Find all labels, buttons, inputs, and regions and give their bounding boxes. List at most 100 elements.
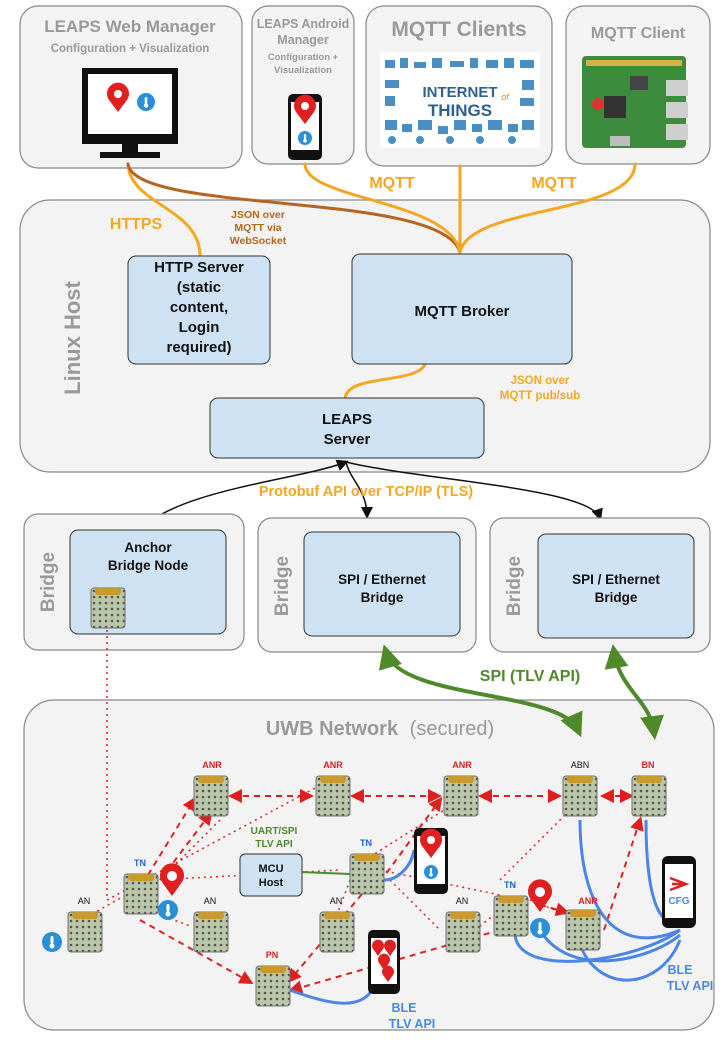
iot-word-internet: INTERNET bbox=[423, 84, 498, 101]
node-anr-4: ANR bbox=[565, 896, 601, 951]
json-websocket-line3: WebSocket bbox=[230, 235, 287, 247]
spi-arrows bbox=[379, 644, 664, 740]
node-anr-2: ANR bbox=[315, 760, 351, 817]
node-bn: BN bbox=[631, 760, 667, 817]
android-manager-line3: Configuration + bbox=[268, 52, 339, 63]
bridge-1-line1: Anchor bbox=[124, 540, 172, 555]
node-anr-1: ANR bbox=[193, 760, 229, 817]
bridge-panel-2: Bridge SPI / Ethernet Bridge bbox=[257, 517, 477, 653]
json-pubsub-line1: JSON over bbox=[511, 375, 570, 387]
phone-cfg-icon: CFG bbox=[662, 856, 696, 928]
node-bn-label: BN bbox=[642, 760, 655, 770]
node-an-4: AN bbox=[445, 896, 481, 953]
phone-pn-icon bbox=[368, 930, 400, 994]
node-anr-3-label: ANR bbox=[452, 760, 472, 770]
http-server-box: HTTP Server (static content, Login requi… bbox=[127, 255, 271, 365]
uart-label-line1: UART/SPI bbox=[251, 826, 298, 837]
uart-label-line2: TLV API bbox=[255, 839, 292, 850]
node-an-1: AN bbox=[42, 896, 103, 953]
node-tn-3-label: TN bbox=[504, 880, 516, 890]
android-phone-icon bbox=[288, 94, 322, 160]
web-manager-subtitle: Configuration + Visualization bbox=[51, 43, 210, 55]
node-anr-2-label: ANR bbox=[323, 760, 343, 770]
mqtt-left-label: MQTT bbox=[369, 175, 415, 192]
mqtt-right-label: MQTT bbox=[531, 175, 577, 192]
json-websocket-line2: MQTT via bbox=[234, 222, 281, 234]
http-server-line2: (static bbox=[177, 279, 221, 296]
top-connections bbox=[126, 162, 637, 402]
node-anr-4-label: ANR bbox=[578, 896, 598, 906]
bridge-panel-3: Bridge SPI / Ethernet Bridge bbox=[489, 517, 711, 653]
ble-links bbox=[289, 819, 682, 1005]
leaps-server-box: LEAPS Server bbox=[209, 397, 485, 459]
leaps-server-line1: LEAPS bbox=[322, 411, 372, 428]
bridge-panel-1: Bridge Anchor Bridge Node bbox=[23, 513, 245, 651]
iot-word-of: of bbox=[501, 92, 510, 102]
mcu-host-line1: MCU bbox=[258, 863, 283, 875]
json-websocket-line1: JSON over bbox=[231, 209, 285, 221]
mqtt-broker-box: MQTT Broker bbox=[351, 253, 573, 365]
mqtt-client-panel: MQTT Client bbox=[565, 5, 711, 165]
node-an-3-label: AN bbox=[330, 896, 343, 906]
uwb-title: UWB Network (secured) bbox=[266, 718, 494, 740]
bridge-3-line2: Bridge bbox=[595, 590, 638, 605]
android-manager-line2: Manager bbox=[277, 33, 329, 47]
mqtt-broker-label: MQTT Broker bbox=[414, 303, 509, 320]
ble-right-line1: BLE bbox=[668, 963, 693, 977]
web-manager-panel: LEAPS Web Manager Configuration + Visual… bbox=[19, 5, 243, 169]
mqtt-clients-title: MQTT Clients bbox=[391, 18, 526, 41]
android-manager-panel: LEAPS Android Manager Configuration + Vi… bbox=[251, 5, 355, 165]
node-pn-label: PN bbox=[266, 950, 279, 960]
anchor-bridge-chip-icon bbox=[90, 587, 126, 629]
iot-word-things: THINGS bbox=[428, 101, 492, 120]
bridge-1-line2: Bridge Node bbox=[108, 558, 189, 573]
monitor-icon bbox=[82, 68, 178, 158]
bridge-3-line1: SPI / Ethernet bbox=[572, 572, 660, 587]
node-an-2-label: AN bbox=[204, 896, 217, 906]
node-tn-1-label: TN bbox=[134, 858, 146, 868]
ble-right-line2: TLV API bbox=[667, 979, 714, 993]
http-server-line3: content, bbox=[170, 299, 228, 316]
node-an-2: AN bbox=[193, 896, 229, 953]
mqtt-client-title: MQTT Client bbox=[591, 25, 686, 42]
uwb-title-suffix: (secured) bbox=[410, 718, 494, 740]
bridge-1-label: Bridge bbox=[38, 552, 59, 612]
node-tn-3: TN bbox=[493, 879, 552, 938]
node-anr-3: ANR bbox=[443, 760, 479, 817]
bridge-2-line1: SPI / Ethernet bbox=[338, 572, 426, 587]
phone-tn-icon bbox=[414, 828, 448, 894]
android-manager-line4: Visualization bbox=[274, 65, 332, 76]
ble-left-line2: TLV API bbox=[389, 1017, 436, 1031]
tn-3-pin-icon bbox=[528, 879, 552, 912]
https-label: HTTPS bbox=[110, 216, 163, 233]
ble-left-line1: BLE bbox=[392, 1001, 417, 1015]
web-manager-title: LEAPS Web Manager bbox=[44, 17, 216, 36]
json-pubsub-line2: MQTT pub/sub bbox=[500, 390, 580, 402]
http-server-line1: HTTP Server bbox=[154, 259, 244, 276]
mcu-host-line2: Host bbox=[259, 877, 284, 889]
node-tn-1: TN bbox=[123, 858, 184, 920]
cfg-label: CFG bbox=[668, 896, 689, 907]
http-server-line5: required) bbox=[166, 339, 231, 356]
node-an-1-label: AN bbox=[78, 896, 91, 906]
linux-host-label: Linux Host bbox=[60, 280, 85, 394]
an-1-thermo-icon bbox=[42, 932, 62, 952]
node-abn-label: ABN bbox=[571, 760, 590, 770]
bridge-3-label: Bridge bbox=[504, 556, 525, 616]
spi-tlv-label: SPI (TLV API) bbox=[480, 668, 580, 685]
node-tn-2: TN bbox=[349, 838, 385, 895]
protobuf-label: Protobuf API over TCP/IP (TLS) bbox=[259, 484, 473, 500]
uart-line bbox=[299, 871, 351, 875]
android-manager-line1: LEAPS Android bbox=[257, 17, 350, 31]
tn-1-thermo-icon bbox=[158, 900, 178, 920]
bridge-2-line2: Bridge bbox=[361, 590, 404, 605]
http-server-line4: Login bbox=[179, 319, 220, 336]
tn-3-thermo-icon bbox=[530, 918, 550, 938]
tn-1-pin-icon bbox=[160, 863, 184, 896]
uwb-title-main: UWB Network bbox=[266, 718, 399, 740]
node-anr-1-label: ANR bbox=[202, 760, 222, 770]
node-abn: ABN bbox=[562, 760, 598, 817]
raspberry-pi-image bbox=[582, 56, 688, 148]
node-an-4-label: AN bbox=[456, 896, 469, 906]
